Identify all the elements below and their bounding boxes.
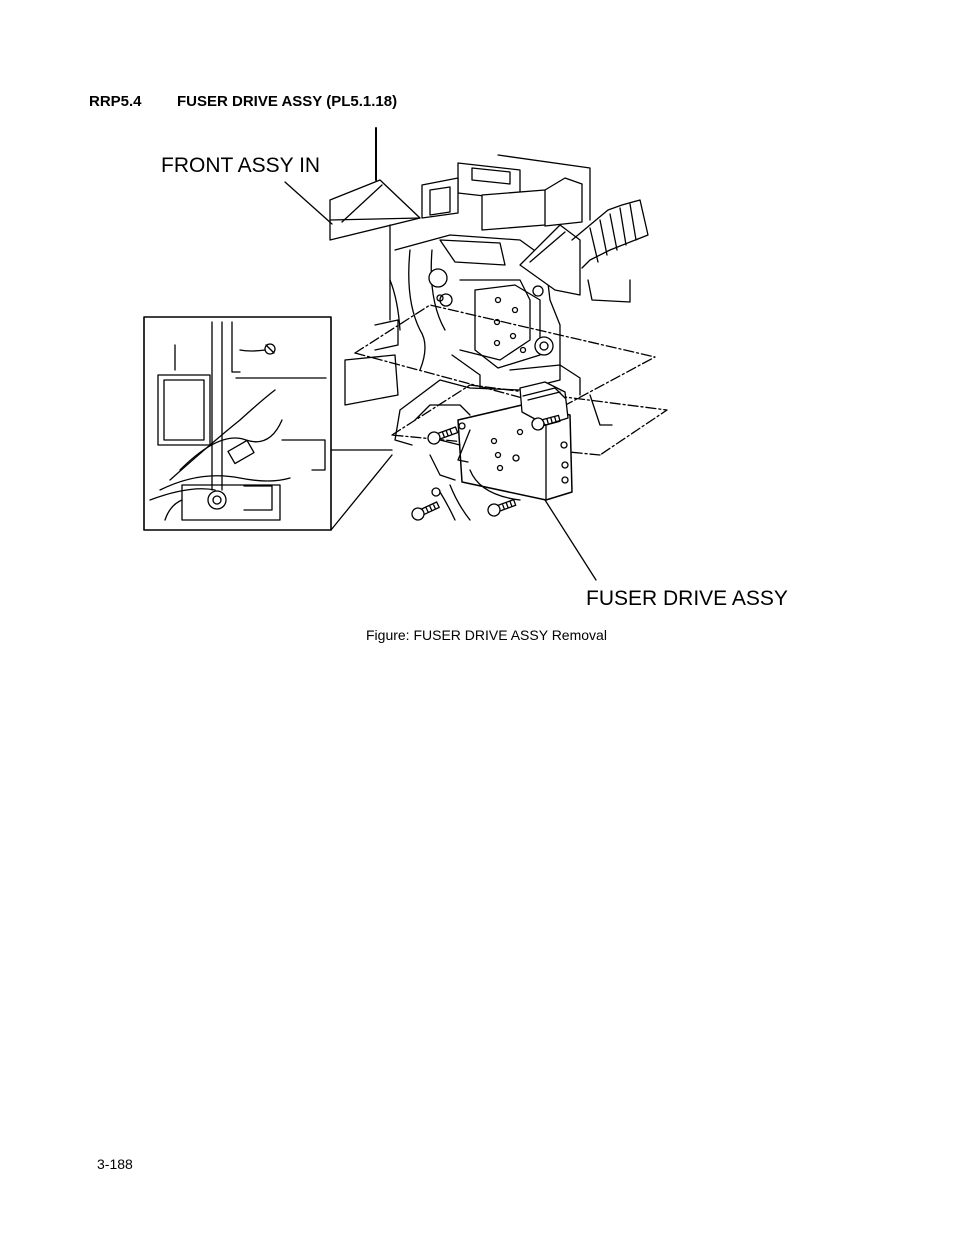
printer-frame xyxy=(344,154,631,446)
front-assy-part xyxy=(329,127,421,321)
section-heading: RRP5.4 FUSER DRIVE ASSY (PL5.1.18) xyxy=(89,93,397,110)
front-assy-label: FRONT ASSY IN xyxy=(161,154,321,177)
front-assy-leader xyxy=(284,181,333,225)
section-number: RRP5.4 xyxy=(89,93,142,110)
figure-caption: Figure: FUSER DRIVE ASSY Removal xyxy=(366,627,607,643)
fuser-drive-label: FUSER DRIVE ASSY xyxy=(586,587,788,610)
page-number: 3-188 xyxy=(97,1156,133,1172)
fuser-drive-removal-illustration xyxy=(140,125,830,620)
inset-connector xyxy=(330,449,393,531)
fuser-drive-bracket xyxy=(429,381,573,521)
fan-duct xyxy=(519,199,649,296)
section-title: FUSER DRIVE ASSY (PL5.1.18) xyxy=(177,93,398,110)
screws xyxy=(411,414,561,521)
inset-detail xyxy=(143,316,332,531)
fuser-drive-leader xyxy=(544,499,597,581)
